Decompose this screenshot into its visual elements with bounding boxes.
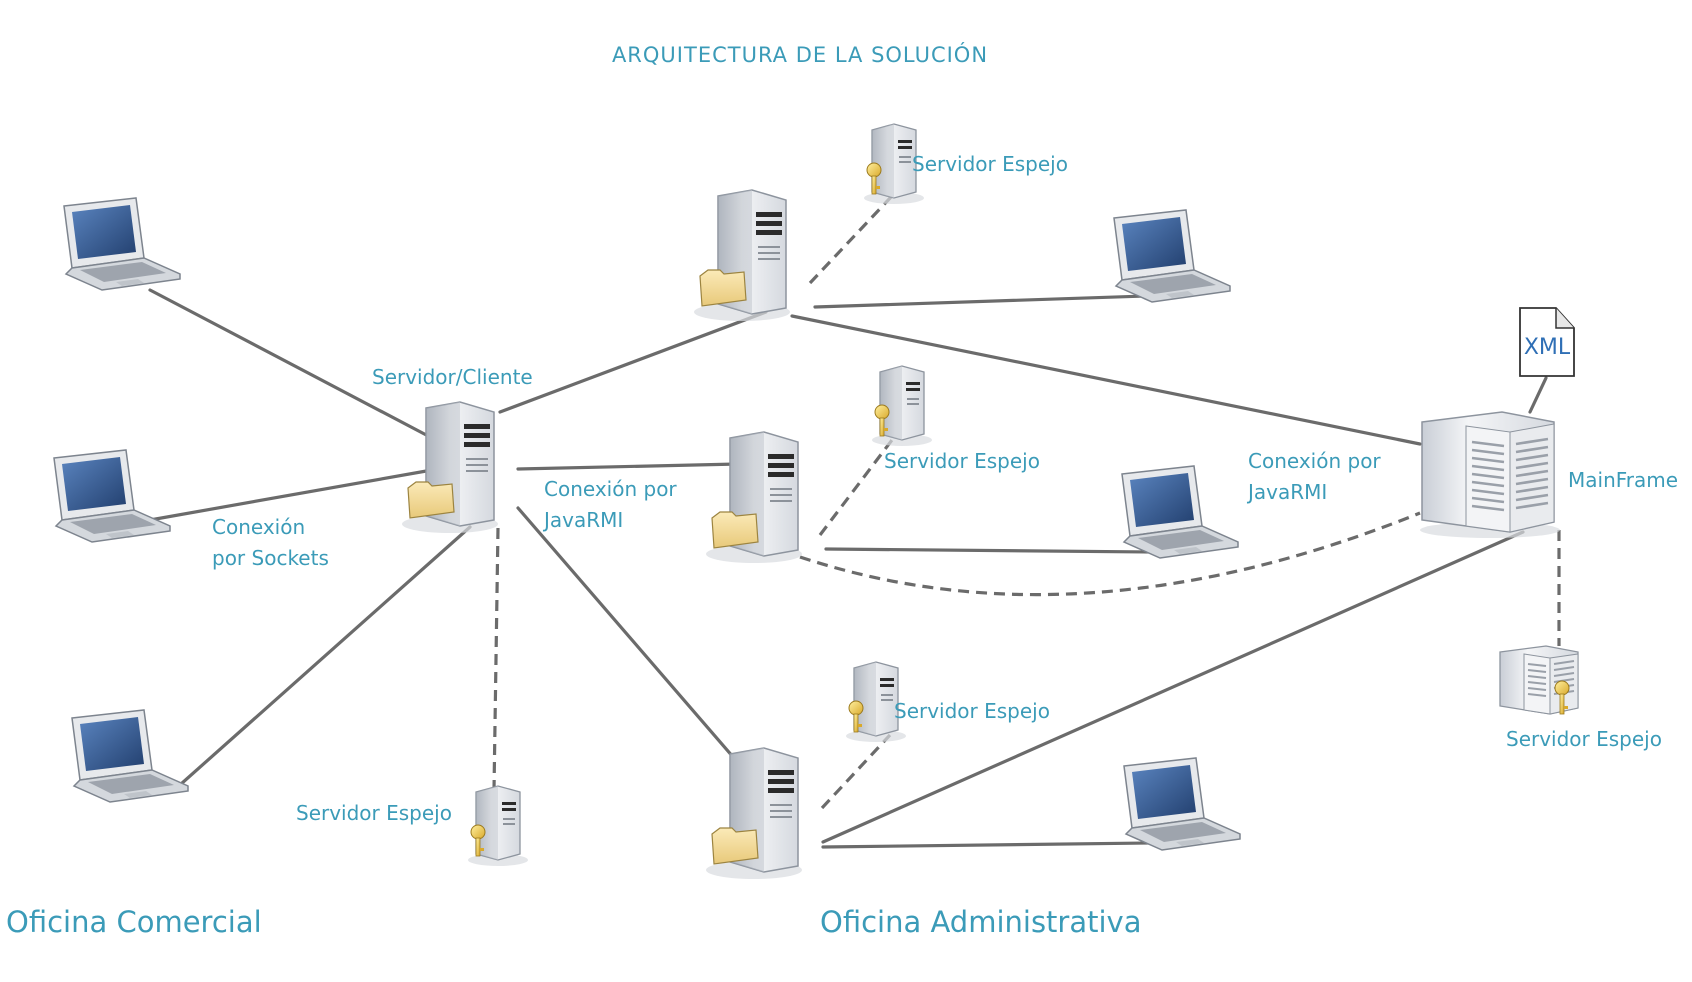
diagram-title: ARQUITECTURA DE LA SOLUCIÓN: [612, 42, 988, 67]
label-conexion-javarmi: Conexión por: [1248, 449, 1381, 473]
laptop-icon: [71, 709, 189, 803]
key-icon: [871, 365, 933, 447]
server-tower-icon: [705, 747, 803, 880]
devices: [53, 123, 1579, 880]
label-servidor-espejo: Servidor Espejo: [296, 801, 452, 825]
link-mainframe-xml: [1528, 376, 1548, 414]
link-server-low-mainframe: [821, 530, 1525, 844]
link-laptop3-hub: [170, 525, 472, 794]
dash-server-top-mirror: [808, 194, 894, 285]
label-conexion-javarmi: JavaRMI: [542, 508, 623, 532]
laptop-icon: [53, 449, 171, 543]
label-servidor-espejo: Servidor Espejo: [894, 699, 1050, 723]
dash-hub-mirror: [492, 527, 500, 791]
server-tower-icon: [705, 431, 803, 564]
laptop-icon: [63, 197, 181, 291]
label-servidor-espejo: Servidor Espejo: [884, 449, 1040, 473]
server-tower-icon: [693, 189, 791, 322]
label-mainframe: MainFrame: [1568, 468, 1678, 492]
label-servidor-cliente: Servidor/Cliente: [372, 365, 533, 389]
link-server-top-laptop: [813, 294, 1148, 309]
label-conexion-sockets: por Sockets: [212, 546, 329, 570]
laptop-icon: [1113, 209, 1231, 303]
server-tower-icon: [401, 401, 499, 534]
label-conexion-sockets: Conexión: [212, 515, 305, 539]
label-servidor-espejo: Servidor Espejo: [1506, 727, 1662, 751]
label-conexion-javarmi: Conexión por: [544, 477, 677, 501]
link-server-mid-laptop: [824, 547, 1152, 554]
connections-solid: [148, 288, 1548, 849]
connections-dashed: [492, 194, 1561, 810]
label-oficina-administrativa: Oficina Administrativa: [820, 905, 1141, 939]
label-xml: XML: [1524, 335, 1571, 360]
dash-server-mid-mainframe: [799, 511, 1421, 597]
link-hub-server-mid: [516, 462, 740, 471]
label-oficina-comercial: Oficina Comercial: [6, 905, 262, 939]
link-hub-server-low: [516, 506, 742, 767]
labels: ARQUITECTURA DE LA SOLUCIÓN Servidor/Cli…: [6, 42, 1678, 939]
link-laptop1-hub: [148, 288, 434, 440]
laptop-icon: [1121, 465, 1239, 559]
link-server-top-mainframe: [790, 314, 1422, 446]
laptop-icon: [1123, 757, 1241, 851]
link-hub-server-top: [498, 310, 768, 414]
dash-server-low-mirror: [820, 733, 892, 810]
mainframe-icon: [1418, 410, 1562, 540]
link-laptop2-hub: [148, 468, 434, 522]
dash-server-mid-mirror: [818, 435, 897, 536]
link-server-low-laptop: [821, 841, 1152, 849]
mainframe-icon: [1499, 645, 1579, 715]
xml-document-icon: [1519, 307, 1575, 377]
label-conexion-javarmi: JavaRMI: [1246, 480, 1327, 504]
key-icon: [467, 785, 529, 867]
label-servidor-espejo: Servidor Espejo: [912, 152, 1068, 176]
